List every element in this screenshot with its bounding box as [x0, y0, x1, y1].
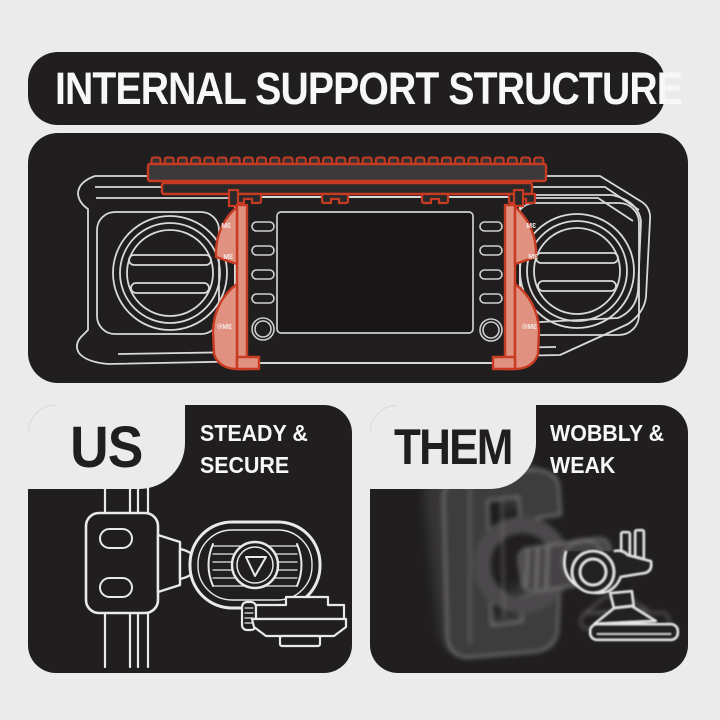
left-vent-bezel: [96, 211, 220, 335]
wobbly-suction-mount: [563, 528, 680, 642]
page-title: INTERNAL SUPPORT STRUCTURE: [55, 62, 683, 114]
side-buttons: [251, 221, 503, 342]
rail-teeth: [150, 156, 546, 165]
them-panel: THEM WOBBLY & WEAK: [370, 405, 688, 673]
tape-markings: 3M 3M 3M® 3M 3M 3M®: [216, 223, 538, 331]
us-label: US: [70, 414, 143, 480]
wobbly-mount-illustration: [423, 458, 680, 659]
rail-crossbar: [160, 181, 534, 196]
header-bar: INTERNAL SUPPORT STRUCTURE: [28, 52, 683, 125]
left-vent-louver: [130, 282, 210, 294]
us-tagline: STEADY & SECURE: [200, 420, 308, 478]
right-vent-louver: [537, 280, 617, 292]
mount-head: [188, 520, 322, 610]
them-tagline: WOBBLY & WEAK: [550, 420, 665, 478]
mounting-rail: [146, 162, 548, 183]
svg-text:3M: 3M: [223, 254, 233, 261]
volume-knob: [251, 317, 275, 341]
svg-text:3M®: 3M®: [521, 323, 537, 331]
dashboard-cutaway-illustration: 3M 3M 3M® 3M 3M 3M®: [76, 156, 651, 371]
adhesive-bracket-right: [491, 203, 541, 371]
left-vent-louver: [128, 254, 212, 266]
svg-text:3M: 3M: [528, 254, 538, 261]
svg-text:3M: 3M: [221, 223, 231, 230]
adhesive-bracket-left: [211, 203, 261, 371]
support-rail-assembly: [146, 156, 548, 208]
them-label: THEM: [394, 419, 513, 475]
us-panel: US STEADY & SECURE: [28, 405, 352, 673]
right-vent-louver: [535, 252, 619, 264]
bar-clamp: [84, 511, 160, 615]
head-unit: [234, 196, 521, 364]
brand-logo-icon: [245, 556, 267, 577]
them-label-notch: THEM: [370, 405, 536, 489]
tune-knob: [479, 318, 503, 342]
us-label-notch: US: [28, 405, 185, 489]
svg-text:3M: 3M: [526, 223, 536, 230]
rail-clamp: [240, 595, 348, 648]
touchscreen: [276, 211, 474, 334]
steady-mount-illustration: [84, 486, 348, 669]
dashboard-diagram-panel: 3M 3M 3M® 3M 3M 3M®: [28, 133, 688, 383]
svg-text:3M®: 3M®: [216, 323, 232, 331]
